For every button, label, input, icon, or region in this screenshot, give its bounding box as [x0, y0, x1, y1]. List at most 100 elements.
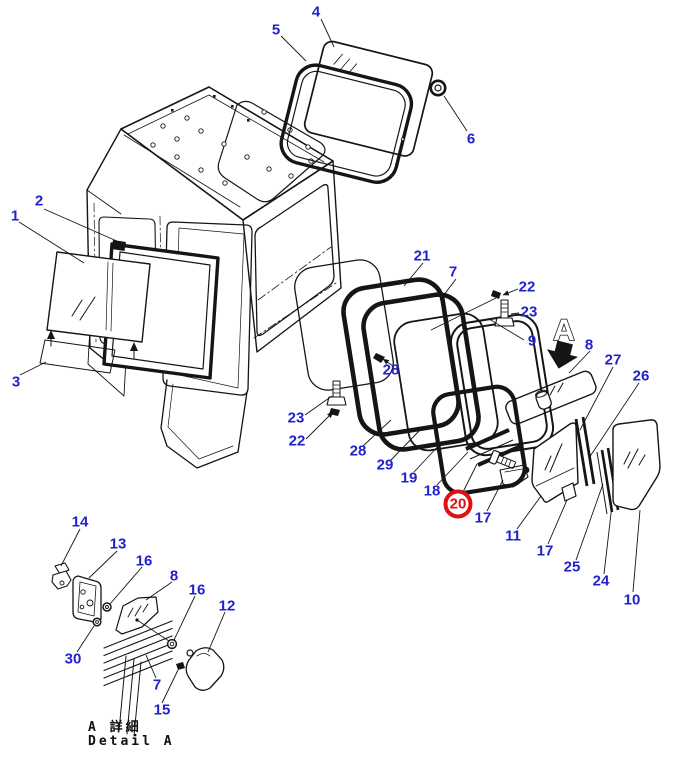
window-frame-21: [341, 277, 461, 437]
callout-label-17: 17: [537, 543, 554, 560]
callout-16: 16: [136, 553, 153, 570]
callout-label-15: 15: [154, 702, 171, 719]
callout-16: 16: [189, 582, 206, 599]
glass-run-strip-26: [581, 416, 596, 485]
glass-run-strip-27: [574, 418, 589, 487]
glass-run-29: [393, 312, 499, 452]
callout-21: 21: [414, 248, 431, 265]
callout-24: 24: [593, 573, 610, 590]
callout-12: 12: [219, 598, 236, 615]
callout-label-19: 19: [401, 470, 418, 487]
callout-9: 9: [528, 333, 536, 350]
callout-3: 3: [12, 374, 20, 391]
quarter-glass-10: [612, 419, 661, 511]
callout-29: 29: [377, 457, 394, 474]
callout-label-22: 22: [519, 279, 536, 296]
callout-label-4: 4: [312, 4, 321, 21]
grommet-6: [429, 79, 447, 97]
callout-label-28: 28: [383, 362, 400, 379]
wedge-8-detail: [115, 596, 170, 642]
bolt-17: [488, 449, 516, 469]
callout-label-16: 16: [189, 582, 206, 599]
callout-label-17: 17: [475, 510, 492, 527]
callout-7: 7: [153, 677, 161, 694]
callout-label-21: 21: [414, 248, 431, 265]
window-frame-7: [361, 292, 481, 452]
clip-22-right: [430, 290, 501, 331]
callout-label-18: 18: [424, 483, 441, 500]
detail-caption-en: Detail A: [88, 734, 175, 749]
callout-27: 27: [605, 352, 622, 369]
callout-13: 13: [110, 536, 127, 553]
callout-6: 6: [467, 131, 475, 148]
callout-26: 26: [633, 368, 650, 385]
callout-17: 17: [475, 510, 492, 527]
callout-label-5: 5: [272, 22, 280, 39]
callout-label-7: 7: [153, 677, 161, 694]
screw-23-right: [494, 299, 515, 327]
callout-label-1: 1: [11, 208, 19, 225]
channel-7-detail: [103, 620, 173, 737]
callout-label-7: 7: [449, 264, 457, 281]
callout-label-30: 30: [65, 651, 82, 668]
callout-23: 23: [288, 410, 305, 427]
callout-8: 8: [170, 568, 178, 585]
callout-label-13: 13: [110, 536, 127, 553]
callout-label-9: 9: [528, 333, 536, 350]
callout-label-16: 16: [136, 553, 153, 570]
leader-lines: [18, 18, 641, 704]
callout-14: 14: [72, 514, 89, 531]
roof-bolt-holes: [150, 95, 314, 186]
highlight-circle[interactable]: [443, 489, 473, 519]
callout-19: 19: [401, 470, 418, 487]
callout-22: 22: [519, 279, 536, 296]
callout-label-25: 25: [564, 559, 581, 576]
callout-25: 25: [564, 559, 581, 576]
callout-17: 17: [537, 543, 554, 560]
callout-label-14: 14: [72, 514, 89, 531]
callout-4: 4: [312, 4, 321, 21]
callout-label-20: 20: [450, 496, 467, 513]
callout-30: 30: [65, 651, 82, 668]
callout-20-highlighted[interactable]: 20: [443, 489, 473, 519]
callout-label-10: 10: [624, 592, 641, 609]
callout-label-11: 11: [505, 528, 521, 545]
washer-16-upper: [102, 602, 112, 612]
glass-run-strip-25: [596, 449, 614, 515]
callout-10: 10: [624, 592, 641, 609]
callout-label-23: 23: [288, 410, 305, 427]
callout-28: 28: [350, 443, 367, 460]
front-glass-1: [46, 251, 151, 343]
trim-panel-8: [505, 370, 597, 425]
door-glass-11: [531, 422, 579, 503]
callout-8: 8: [585, 337, 593, 354]
callout-label-8: 8: [170, 568, 178, 585]
callout-2: 2: [35, 193, 43, 210]
callout-label-8: 8: [585, 337, 593, 354]
cover-12: [185, 647, 225, 691]
callout-label-24: 24: [593, 573, 610, 590]
section-arrow-icon: [546, 340, 579, 369]
callout-label-26: 26: [633, 368, 650, 385]
callout-label-3: 3: [12, 374, 20, 391]
callout-label-12: 12: [219, 598, 236, 615]
callout-5: 5: [272, 22, 280, 39]
window-frame-19: [431, 384, 527, 496]
callout-label-28: 28: [350, 443, 367, 460]
callout-label-29: 29: [377, 457, 394, 474]
callout-label-23: 23: [521, 304, 538, 321]
callout-18: 18: [424, 483, 441, 500]
callout-label-2: 2: [35, 193, 43, 210]
callout-15: 15: [154, 702, 171, 719]
callout-23: 23: [521, 304, 538, 321]
latch-14: [51, 562, 72, 590]
callout-label-27: 27: [605, 352, 622, 369]
detail-caption-jp: A 詳細: [88, 719, 142, 735]
callout-1: 1: [11, 208, 19, 225]
callout-28: 28: [383, 362, 400, 379]
clip-15: [176, 662, 185, 670]
washer-16-lower: [166, 638, 178, 650]
callout-label-6: 6: [467, 131, 475, 148]
